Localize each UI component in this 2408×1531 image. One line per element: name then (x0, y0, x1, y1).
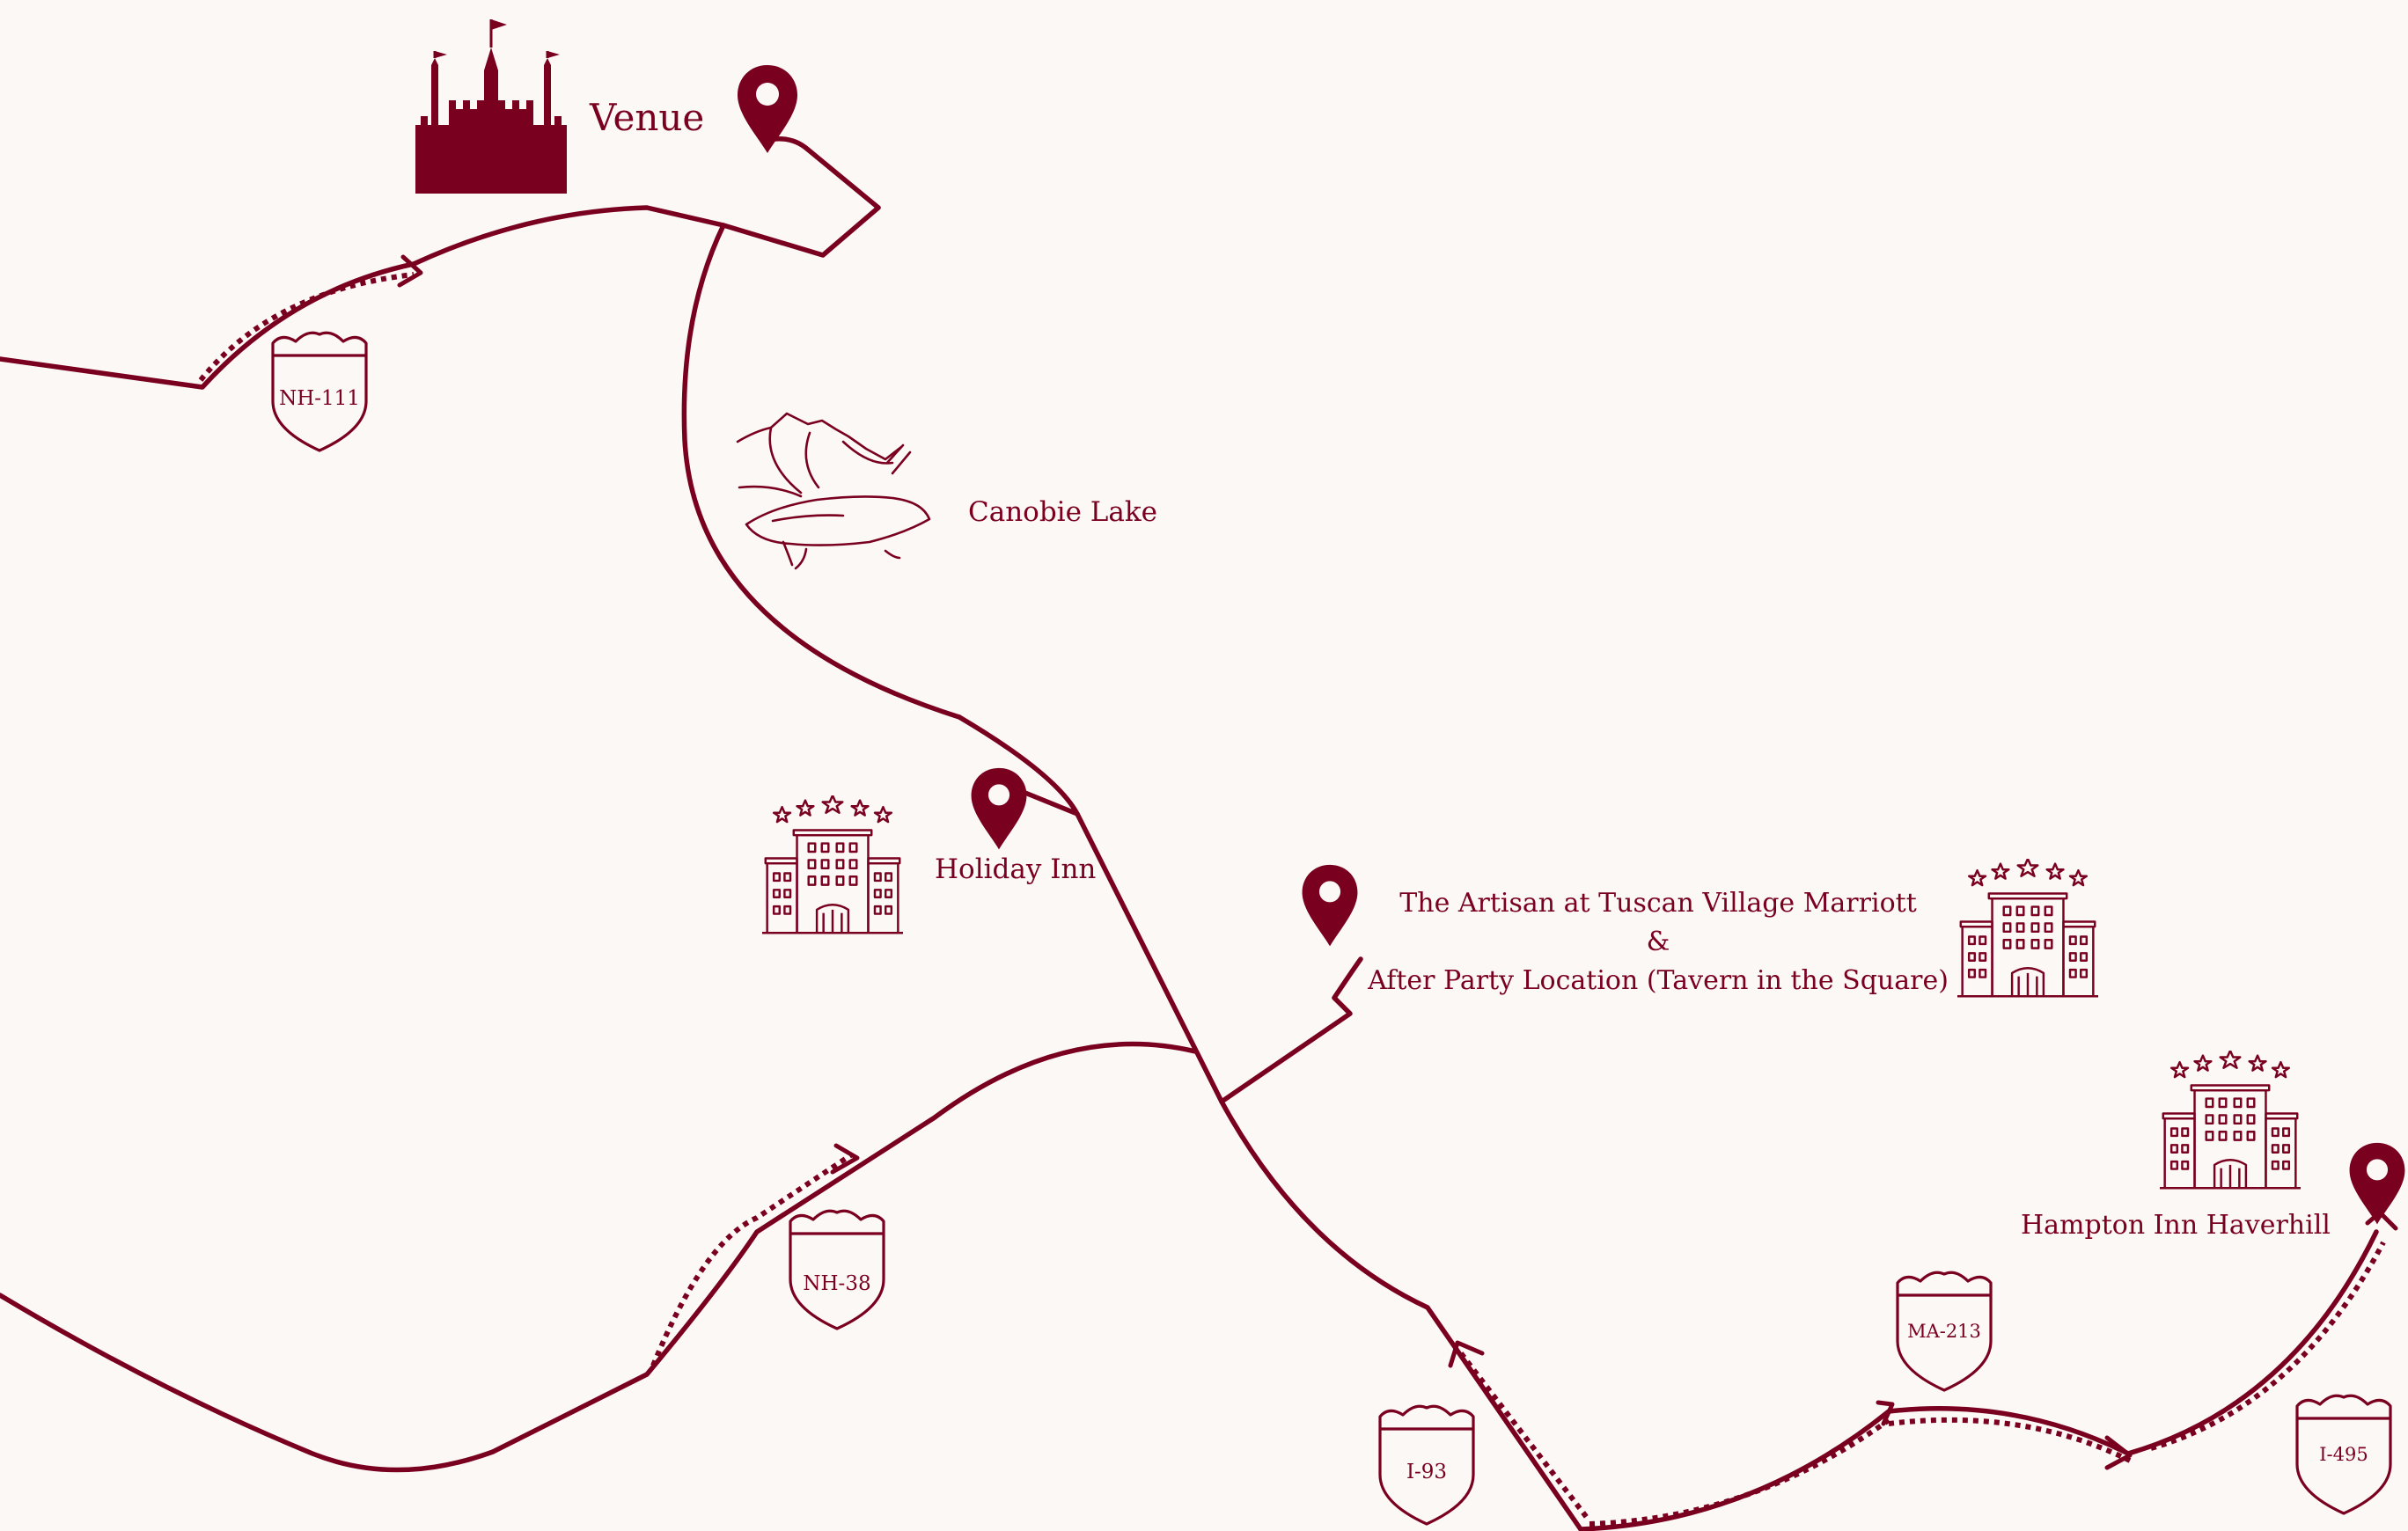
shield-nh38-label: NH-38 (803, 1272, 870, 1295)
road-nh111 (0, 205, 881, 390)
artisan-label-line3: After Party Location (Tavern in the Squa… (1367, 965, 1949, 996)
i93-dotted-route (1458, 1352, 1590, 1520)
shield-nh111: NH-111 (271, 331, 368, 452)
hampton-pin-icon (2349, 1142, 2405, 1225)
holiday-inn-label: Holiday Inn (935, 853, 1096, 885)
shield-nh111-label: NH-111 (279, 387, 360, 410)
road-nh38 (0, 1041, 1198, 1473)
artisan-label-amp: & (1647, 927, 1670, 957)
arrow-icon (1448, 1340, 1485, 1368)
arrow-icon (1876, 1400, 1895, 1426)
shield-ma213: MA-213 (1896, 1271, 1993, 1392)
ma213-dotted-route (1589, 1417, 1890, 1527)
artisan-pin-icon (1302, 864, 1358, 947)
shield-i495-label: I-495 (2319, 1444, 2368, 1465)
nh111-dotted-route (198, 272, 415, 382)
road-i93 (957, 714, 1583, 1531)
roads (0, 136, 2379, 1531)
nh38-dotted-route (650, 1152, 854, 1367)
i495-dotted-route (2150, 1241, 2386, 1451)
canobie-lake-label: Canobie Lake (968, 496, 1157, 528)
hampton-inn-label: Hampton Inn Haverhill (2021, 1210, 2331, 1241)
artisan-hotel-icon (1956, 859, 2100, 998)
shield-i93-label: I-93 (1406, 1461, 1447, 1483)
route-overlays (198, 272, 2386, 1527)
castle-icon (415, 19, 567, 194)
arrow-icon (397, 254, 423, 288)
shield-nh38: NH-38 (789, 1209, 885, 1330)
shield-ma213-label: MA-213 (1907, 1321, 1981, 1342)
holiday-inn-pin-icon (971, 767, 1027, 850)
venue-label: Venue (589, 96, 704, 139)
route-shield-icon (789, 1209, 885, 1330)
artisan-spur (1219, 956, 1363, 1104)
artisan-label-line1: The Artisan at Tuscan Village Marriott (1399, 888, 1917, 919)
shield-i93: I-93 (1378, 1404, 1475, 1526)
arrow-icon (2104, 1435, 2133, 1470)
road-lake-segment (681, 223, 962, 720)
hampton-hotel-icon (2158, 1051, 2302, 1190)
venue-spur (772, 136, 881, 210)
holiday-inn-hotel-icon (762, 795, 903, 934)
direction-arrows (397, 254, 2398, 1470)
arrow-icon (830, 1143, 860, 1175)
ma213-i495-dotted-route (1888, 1417, 2132, 1463)
shield-i495: I-495 (2295, 1394, 2392, 1515)
lake-mountains-icon (736, 412, 931, 570)
